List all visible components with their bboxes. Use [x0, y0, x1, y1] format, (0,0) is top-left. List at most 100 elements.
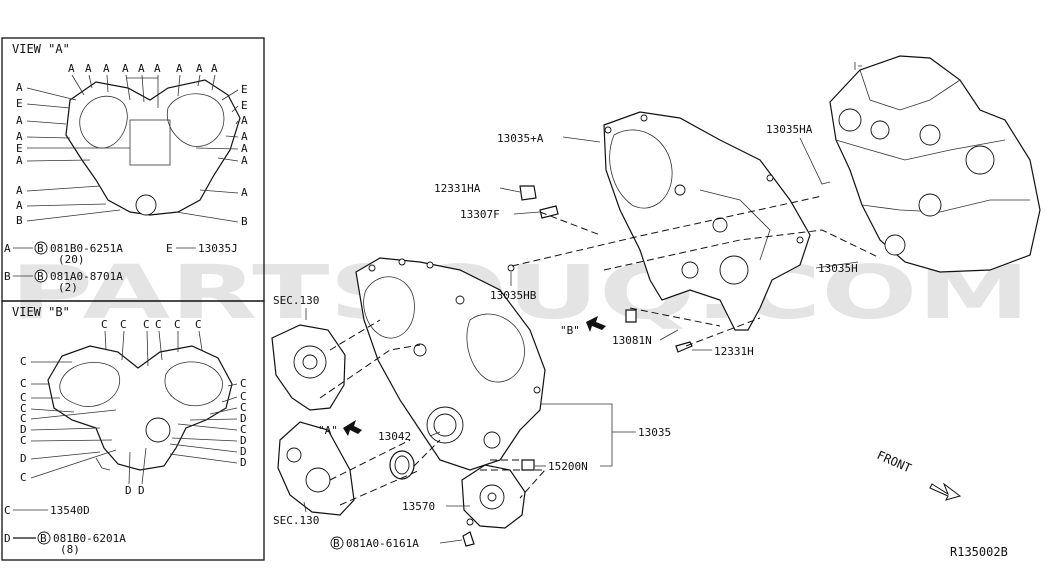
svg-text:A: A	[196, 62, 203, 75]
svg-text:B: B	[4, 270, 11, 283]
svg-text:13540D: 13540D	[50, 504, 90, 517]
svg-text:A: A	[103, 62, 110, 75]
view-a-legend: A B 081B0-6251A (20) E 13035J B B 081A0-…	[4, 241, 238, 294]
label-12331ha: 12331HA	[434, 182, 481, 195]
svg-text:A: A	[16, 199, 23, 212]
svg-text:081B0-6251A: 081B0-6251A	[50, 242, 123, 255]
svg-text:(20): (20)	[58, 253, 85, 266]
label-sec130-top: SEC.130	[273, 294, 319, 307]
svg-text:C: C	[20, 412, 27, 425]
label-13035-a: 13035+A	[497, 132, 544, 145]
svg-text:B: B	[16, 214, 23, 227]
oil-pump	[461, 464, 526, 529]
view-b-left-bore	[59, 362, 120, 407]
svg-text:E: E	[241, 83, 248, 96]
svg-text:C: C	[143, 318, 150, 331]
svg-text:E: E	[166, 242, 173, 255]
view-b-bottom-labels: D D	[125, 447, 147, 497]
svg-text:(8): (8)	[60, 543, 80, 556]
label-13570: 13570	[402, 500, 435, 513]
view-a-top-labels: A A A A A A A A A	[68, 62, 218, 108]
svg-text:C: C	[240, 390, 247, 403]
svg-text:D: D	[20, 452, 27, 465]
svg-text:C: C	[20, 377, 27, 390]
label-13035h: 13035H	[818, 262, 858, 275]
svg-text:B: B	[37, 270, 44, 283]
svg-text:A: A	[68, 62, 75, 75]
front-arrow-icon	[929, 482, 962, 501]
view-b-title: VIEW "B"	[12, 305, 70, 319]
front-oil-seal	[389, 450, 415, 480]
view-a-crank-hole	[135, 194, 157, 216]
view-b-left-labels: C C C C C D C D C	[20, 355, 117, 484]
label-sec130-bottom: SEC.130	[273, 514, 319, 527]
svg-text:B: B	[40, 532, 47, 545]
svg-text:(2): (2)	[58, 281, 78, 294]
view-a-title: VIEW "A"	[12, 42, 70, 56]
svg-text:13035J: 13035J	[198, 242, 238, 255]
view-a-cover-outline	[65, 79, 241, 216]
view-b-top-labels: C C C C C C	[101, 318, 203, 367]
svg-text:D: D	[20, 423, 27, 436]
svg-text:C: C	[20, 355, 27, 368]
view-a-right-labels: E E A A A A A B	[175, 83, 248, 228]
label-13035: 13035	[638, 426, 671, 439]
svg-text:D: D	[240, 445, 247, 458]
svg-text:E: E	[16, 142, 23, 155]
svg-text:D: D	[240, 412, 247, 425]
svg-text:C: C	[240, 377, 247, 390]
view-b-tab	[95, 457, 111, 471]
svg-text:081B0-6201A: 081B0-6201A	[53, 532, 126, 545]
bolt-symbol-icon	[330, 536, 344, 550]
label-view-b-arrow: "B"	[560, 324, 580, 337]
svg-text:A: A	[16, 130, 23, 143]
main-labels: 13035+A 12331HA 13307F 13035HB 13035HA 1…	[273, 123, 858, 550]
view-a-right-bore	[166, 93, 225, 147]
svg-text:C: C	[195, 318, 202, 331]
view-b-right-bore	[164, 361, 223, 407]
svg-text:D: D	[240, 434, 247, 447]
view-a-left-labels: A E A A E A A A B	[16, 81, 130, 227]
svg-text:A: A	[16, 114, 23, 127]
svg-text:B: B	[241, 215, 248, 228]
svg-text:081A0-8701A: 081A0-8701A	[50, 270, 123, 283]
svg-text:A: A	[122, 62, 129, 75]
lower-timing-cover	[355, 257, 546, 471]
svg-text:D: D	[4, 532, 11, 545]
svg-text:A: A	[138, 62, 145, 75]
label-15200n: 15200N	[548, 460, 588, 473]
svg-text:A: A	[16, 81, 23, 94]
label-view-a-arrow: "A"	[318, 424, 338, 437]
svg-text:A: A	[16, 154, 23, 167]
view-a-arrow-icon	[343, 420, 362, 436]
label-12331h: 12331H	[714, 345, 754, 358]
label-13081n: 13081N	[612, 334, 652, 347]
view-a-center-web	[129, 119, 171, 166]
view-b-right-labels: C C C D C D D D	[169, 377, 247, 469]
label-13307f: 13307F	[460, 208, 500, 221]
view-b-legend: C 13540D D B 081B0-6201A (8)	[4, 504, 126, 556]
svg-text:D: D	[138, 484, 145, 497]
svg-text:A: A	[176, 62, 183, 75]
svg-text:D: D	[125, 484, 132, 497]
engine-block	[829, 55, 1041, 273]
front-direction: FRONT	[875, 448, 962, 501]
svg-text:C: C	[20, 402, 27, 415]
svg-text:C: C	[4, 504, 11, 517]
svg-text:C: C	[101, 318, 108, 331]
view-b-frame	[1, 300, 265, 561]
svg-text:A: A	[241, 154, 248, 167]
sec130-bottom-part	[277, 421, 355, 516]
svg-text:E: E	[241, 99, 248, 112]
label-081a0-6161a: 081A0-6161A	[346, 537, 419, 550]
svg-text:A: A	[85, 62, 92, 75]
svg-text:A: A	[154, 62, 161, 75]
drawing-id: R135002B	[950, 545, 1008, 559]
svg-text:E: E	[16, 97, 23, 110]
svg-text:C: C	[20, 391, 27, 404]
svg-text:C: C	[120, 318, 127, 331]
svg-text:C: C	[240, 401, 247, 414]
front-label: FRONT	[875, 448, 914, 475]
svg-text:C: C	[174, 318, 181, 331]
